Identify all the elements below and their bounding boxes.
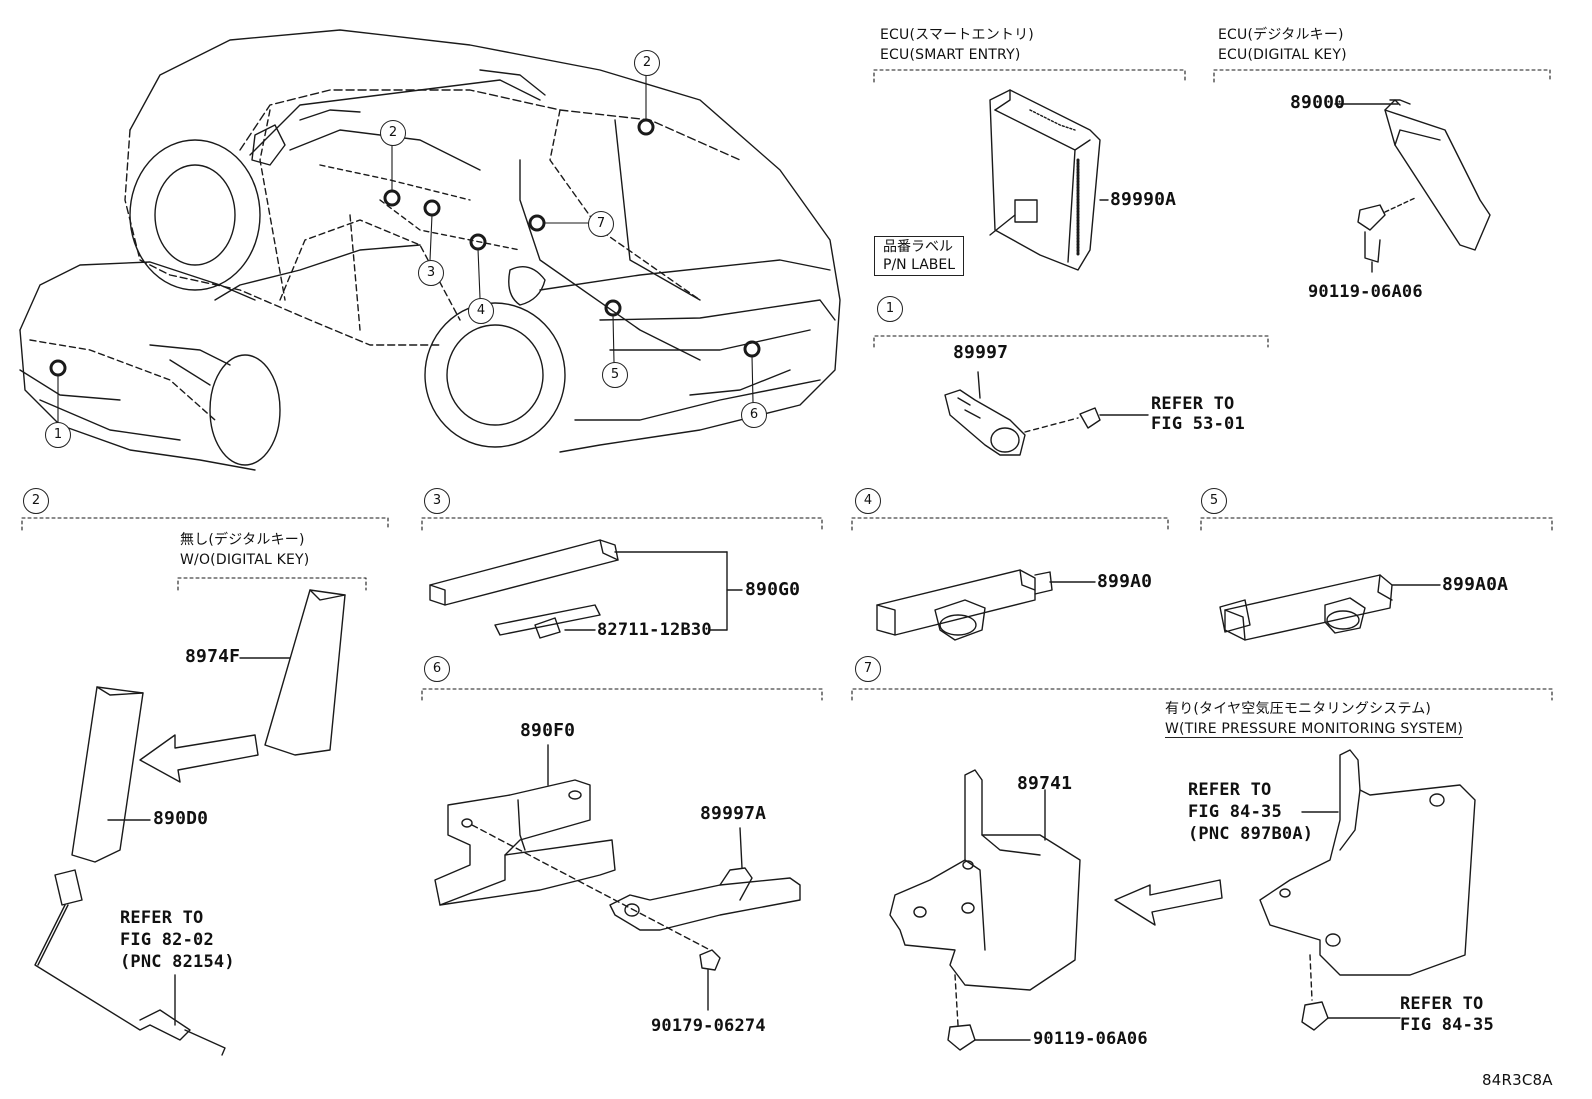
section2-refer-line2[interactable]: FIG 82-02: [120, 930, 214, 950]
section1-number: 1: [877, 296, 903, 322]
section2-drawing: [34, 589, 346, 1056]
section4-number: 4: [855, 488, 881, 514]
ecu-digital-key-en: ECU(DIGITAL KEY): [1218, 47, 1347, 63]
callout-4[interactable]: 4: [468, 298, 494, 324]
section6-drawing: [434, 744, 801, 1011]
ecu-digital-key-jp: ECU(デジタルキー): [1218, 27, 1344, 43]
callout-5[interactable]: 5: [602, 362, 628, 388]
section1-refer-line1[interactable]: REFER TO: [1151, 394, 1235, 414]
section7-refer-b-line2[interactable]: FIG 84-35: [1400, 1015, 1494, 1035]
ecu-smart-entry-jp: ECU(スマートエントリ): [880, 27, 1034, 43]
ecu-smart-entry-en: ECU(SMART ENTRY): [880, 47, 1021, 63]
pn-label-en: P/N LABEL: [883, 257, 956, 273]
ecu-digital-key-drawing: [1334, 99, 1491, 273]
section3-number: 3: [424, 488, 450, 514]
vehicle-illustration: [19, 29, 841, 471]
part-890F0[interactable]: 890F0: [520, 720, 576, 741]
callout-2[interactable]: 2: [634, 50, 660, 76]
section2-refer-line1[interactable]: REFER TO: [120, 908, 204, 928]
callout-3[interactable]: 3: [418, 260, 444, 286]
part-89997A[interactable]: 89997A: [700, 803, 767, 824]
callout-6[interactable]: 6: [741, 402, 767, 428]
section7-refer-b-line1[interactable]: REFER TO: [1400, 994, 1484, 1014]
part-89000[interactable]: 89000: [1290, 92, 1346, 113]
section7-refer-a-line1[interactable]: REFER TO: [1188, 780, 1272, 800]
section6-number: 6: [424, 656, 450, 682]
callout-leaders: [57, 74, 754, 423]
section7-number: 7: [855, 656, 881, 682]
callout-2b[interactable]: 2: [380, 120, 406, 146]
pn-label-box: 品番ラベル P/N LABEL: [874, 236, 965, 276]
part-82711-12B30[interactable]: 82711-12B30: [597, 620, 712, 640]
bolt-90119-06A06-top[interactable]: 90119-06A06: [1308, 282, 1423, 302]
part-899A0A[interactable]: 899A0A: [1442, 574, 1509, 595]
callout-7[interactable]: 7: [588, 211, 614, 237]
ecu-smart-entry-drawing: [989, 89, 1109, 271]
section2-condition-en: W/O(DIGITAL KEY): [180, 552, 310, 568]
section7-condition-jp: 有り(タイヤ空気圧モニタリングシステム): [1165, 701, 1432, 717]
section1-refer-line2[interactable]: FIG 53-01: [1151, 414, 1245, 434]
callout-1[interactable]: 1: [45, 422, 71, 448]
part-890G0[interactable]: 890G0: [745, 579, 801, 600]
clip-90179-06274[interactable]: 90179-06274: [651, 1016, 766, 1036]
bolt-90119-06A06-section7[interactable]: 90119-06A06: [1033, 1029, 1148, 1049]
part-89741[interactable]: 89741: [1017, 773, 1073, 794]
diagram-code: 84R3C8A: [1482, 1071, 1553, 1089]
section2-condition-jp: 無し(デジタルキー): [180, 532, 305, 548]
section5-number: 5: [1201, 488, 1227, 514]
section2-refer-line3[interactable]: (PNC 82154): [120, 952, 235, 972]
part-899A0[interactable]: 899A0: [1097, 571, 1153, 592]
part-89997-drawing: [944, 371, 1149, 456]
section7-refer-a-line3[interactable]: (PNC 897B0A): [1188, 824, 1314, 844]
section7-drawing: [889, 749, 1476, 1051]
part-89990A[interactable]: 89990A: [1110, 189, 1177, 210]
pn-label-jp: 品番ラベル: [883, 239, 953, 255]
part-8974F[interactable]: 8974F: [185, 646, 241, 667]
part-890D0[interactable]: 890D0: [153, 808, 209, 829]
part-89997[interactable]: 89997: [953, 342, 1009, 363]
section-brackets: [21, 69, 1553, 701]
section7-condition-en: W(TIRE PRESSURE MONITORING SYSTEM): [1165, 721, 1464, 738]
section4-drawing: [876, 569, 1096, 641]
section5-drawing: [1219, 574, 1441, 641]
section7-refer-a-line2[interactable]: FIG 84-35: [1188, 802, 1282, 822]
section2-number: 2: [23, 488, 49, 514]
section3-drawing: [429, 539, 743, 639]
